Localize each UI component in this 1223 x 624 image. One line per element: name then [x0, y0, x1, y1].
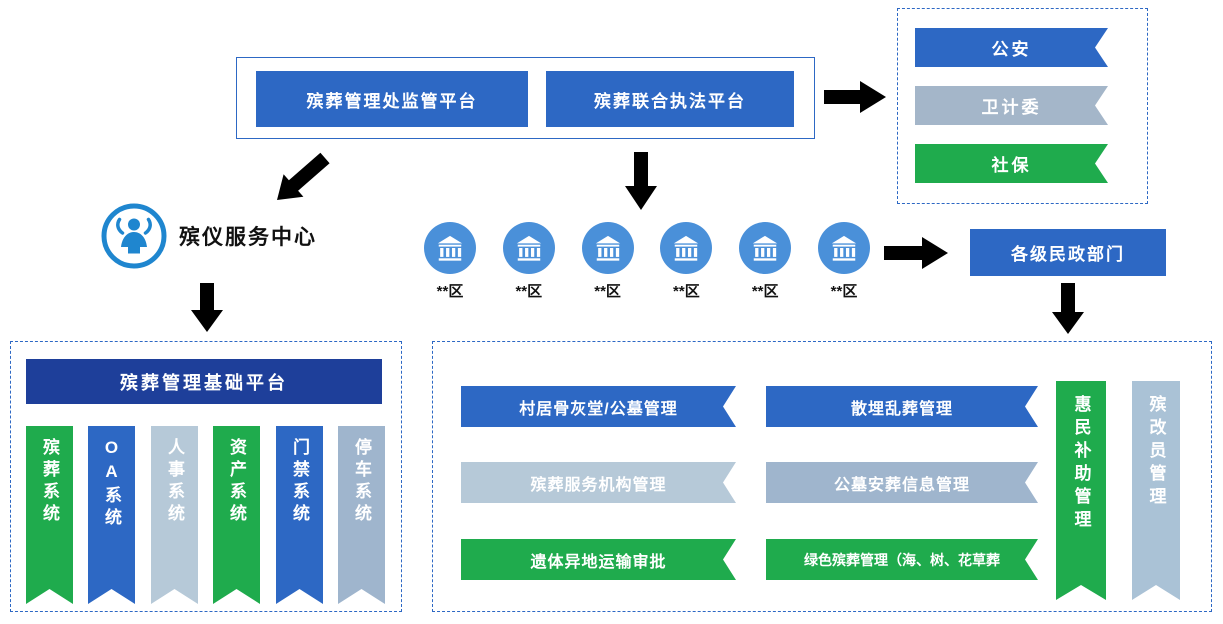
agency-ribbon-social-security: 社保: [915, 144, 1108, 183]
government-building-icon: [502, 222, 555, 274]
district-node: **区: [736, 222, 794, 301]
district-label: **区: [594, 283, 621, 300]
supervision-platform-node: 殡葬管理处监管平台: [256, 71, 528, 127]
system-ribbon-label: 人事系统: [165, 438, 184, 526]
arrow-right-to-agencies-icon: [824, 81, 886, 113]
district-node: **区: [657, 222, 715, 301]
module-remains-transport-approval: 遗体异地运输审批: [461, 539, 736, 580]
base-platform-panel: 殡葬管理基础平台 殡葬系统 OA系统 人事系统 资产系统 门禁系统 停车系统: [10, 341, 402, 612]
district-node: **区: [815, 222, 873, 301]
agency-ribbon-health-commission: 卫计委: [915, 86, 1108, 125]
government-building-icon: [424, 222, 476, 274]
agency-ribbon-police: 公安: [915, 28, 1108, 67]
module-label: 殡改员管理: [1146, 395, 1166, 510]
base-platform-title: 殡葬管理基础平台: [26, 359, 382, 404]
arrow-down-to-business-panel-icon: [1052, 283, 1084, 334]
government-building-icon: [660, 222, 713, 274]
district-label: **区: [673, 283, 700, 300]
module-label: 惠民补助管理: [1071, 395, 1091, 533]
system-ribbon-access-control: 门禁系统: [276, 426, 323, 604]
system-ribbon-label: 停车系统: [352, 438, 371, 526]
districts-row: **区 **区 **区 **区 **区: [421, 222, 873, 301]
system-ribbon-assets: 资产系统: [213, 426, 260, 604]
external-agencies-panel: 公安 卫计委 社保: [897, 8, 1148, 204]
module-reform-staff-management: 殡改员管理: [1132, 381, 1180, 600]
district-label: **区: [830, 283, 858, 300]
government-building-icon: [817, 222, 870, 274]
arrow-right-to-civil-affairs-icon: [884, 237, 948, 269]
system-ribbon-hr: 人事系统: [151, 426, 198, 604]
district-node: **区: [421, 222, 479, 301]
system-ribbon-label: OA系统: [102, 438, 121, 530]
service-center-node: 殡仪服务中心: [101, 203, 317, 269]
business-modules-panel: 村居骨灰堂/公墓管理 殡葬服务机构管理 遗体异地运输审批 散埋乱葬管理 公墓安葬…: [432, 341, 1212, 612]
civil-affairs-logo-icon: [101, 203, 167, 269]
service-center-label: 殡仪服务中心: [179, 226, 317, 249]
district-node: **区: [579, 222, 637, 301]
arrow-down-to-districts-icon: [625, 152, 657, 210]
civil-affairs-node: 各级民政部门: [970, 229, 1166, 276]
system-ribbon-label: 殡葬系统: [40, 438, 59, 526]
module-scattered-burial-management: 散埋乱葬管理: [766, 386, 1038, 427]
government-building-icon: [739, 222, 792, 274]
district-label: **区: [751, 283, 779, 300]
module-green-burial-management: 绿色殡葬管理（海、树、花草葬: [766, 539, 1038, 580]
system-ribbon-label: 门禁系统: [290, 438, 309, 526]
government-building-icon: [581, 222, 634, 274]
module-service-institution-management: 殡葬服务机构管理: [461, 462, 736, 503]
system-ribbon-oa: OA系统: [88, 426, 135, 604]
system-ribbon-label: 资产系统: [227, 438, 246, 526]
module-cemetery-burial-info-management: 公墓安葬信息管理: [766, 462, 1038, 503]
arrow-diagonal-to-service-center-icon: [277, 152, 330, 200]
module-subsidy-management: 惠民补助管理: [1056, 381, 1106, 600]
district-node: **区: [500, 222, 558, 301]
module-columbarium-cemetery-management: 村居骨灰堂/公墓管理: [461, 386, 736, 427]
district-label: **区: [436, 283, 464, 300]
district-label: **区: [515, 283, 543, 300]
system-ribbon-funeral: 殡葬系统: [26, 426, 73, 604]
arrow-down-to-base-platform-icon: [191, 283, 223, 332]
joint-enforcement-platform-node: 殡葬联合执法平台: [546, 71, 794, 127]
supervision-platforms-panel: 殡葬管理处监管平台 殡葬联合执法平台: [236, 57, 815, 139]
system-ribbon-parking: 停车系统: [338, 426, 385, 604]
